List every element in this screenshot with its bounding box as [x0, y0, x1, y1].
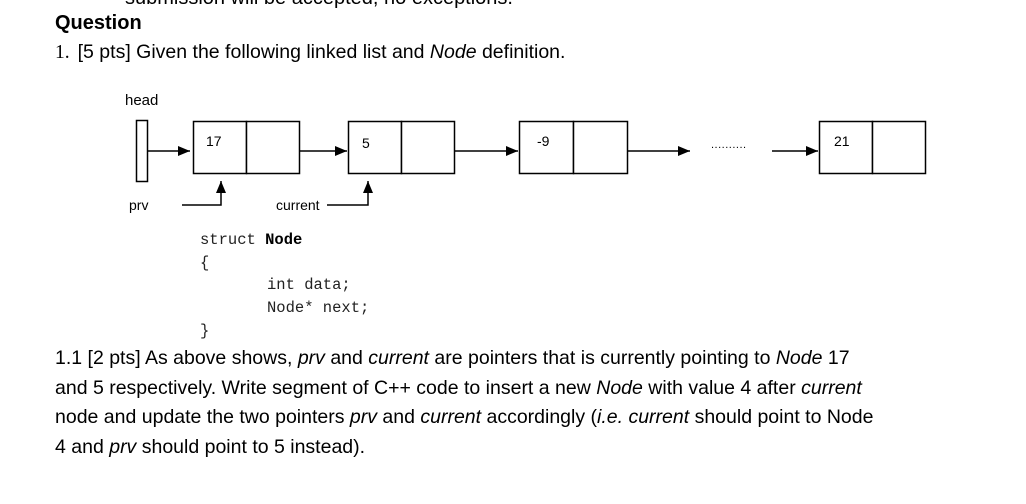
text: and: [324, 347, 369, 369]
head-label: head: [125, 92, 159, 109]
node-17-next-cell: [245, 120, 301, 175]
current-pointer-arrow: [327, 181, 373, 206]
text: should point to Node: [689, 406, 874, 428]
code-struct-line: struct Node: [200, 231, 302, 249]
node-5: [347, 120, 456, 175]
code-struct-name: Node: [265, 231, 303, 249]
prv-pointer-arrow: [182, 181, 226, 206]
question-node-term: Node: [429, 41, 477, 63]
text: should point to 5 instead).: [136, 435, 366, 458]
text: accordingly (: [481, 406, 598, 428]
node-5-data-cell: [347, 120, 403, 175]
term-prv: prv: [297, 347, 325, 369]
text: and 5 respectively. Write segment of C++…: [55, 376, 597, 399]
code-close-brace: }: [200, 322, 210, 340]
term-node: Node: [596, 376, 643, 399]
question-number: 1.: [55, 42, 70, 63]
code-open-brace: {: [200, 254, 210, 272]
node-neg9: [518, 120, 629, 175]
subquestion-line-4: 4 and prv should point to 5 instead).: [55, 433, 995, 463]
term-prv: prv: [109, 435, 137, 458]
node-21-next-cell: [871, 120, 927, 175]
node-neg9-data-cell: [518, 120, 575, 175]
node-5-next-cell: [400, 120, 456, 175]
prv-label: prv: [129, 197, 149, 213]
text: 4 and: [55, 435, 110, 458]
head-pointer-box: [135, 119, 149, 183]
subquestion-paragraph: 1.1 [2 pts] As above shows, prv and curr…: [55, 344, 995, 462]
text: with value 4 after: [642, 376, 802, 399]
term-current: current: [420, 406, 482, 428]
question-text: Given the following linked list and: [136, 41, 430, 63]
term-current: current: [801, 376, 862, 399]
node-5-value: 5: [362, 135, 370, 151]
node-neg9-next-cell: [572, 120, 629, 175]
text: are pointers that is currently pointing …: [428, 347, 776, 369]
term-ie-current: i.e. current: [597, 406, 690, 428]
node-21-value: 21: [834, 133, 850, 149]
question-text-end: definition.: [476, 41, 566, 63]
term-prv: prv: [349, 406, 377, 428]
text: node and update the two pointers: [55, 406, 350, 428]
ellipsis-dots: ..........: [711, 139, 747, 151]
node-17: [192, 120, 301, 175]
question-points: [5 pts]: [77, 41, 131, 63]
subquestion-line-2: and 5 respectively. Write segment of C++…: [55, 374, 995, 404]
node-21: [818, 120, 927, 175]
subquestion-line-1: 1.1 [2 pts] As above shows, prv and curr…: [55, 344, 995, 374]
text: 17: [822, 347, 850, 369]
node-neg9-value: -9: [537, 133, 550, 149]
node-21-data-cell: [818, 120, 874, 175]
text: 1.1 [2 pts] As above shows,: [55, 347, 298, 369]
code-struct-keyword: struct: [200, 231, 266, 249]
term-node: Node: [775, 347, 823, 369]
text: and: [376, 406, 421, 428]
term-current: current: [368, 347, 429, 369]
code-field-next: Node* next;: [267, 299, 370, 317]
question-heading: Question: [55, 12, 142, 34]
node-17-value: 17: [206, 133, 222, 149]
current-label: current: [276, 197, 320, 213]
clipped-top-text: submission will be accepted, no exceptio…: [125, 0, 513, 10]
code-field-data: int data;: [267, 276, 351, 294]
subquestion-line-3: node and update the two pointers prv and…: [55, 403, 995, 433]
question-line: 1. [5 pts] Given the following linked lis…: [55, 41, 565, 64]
